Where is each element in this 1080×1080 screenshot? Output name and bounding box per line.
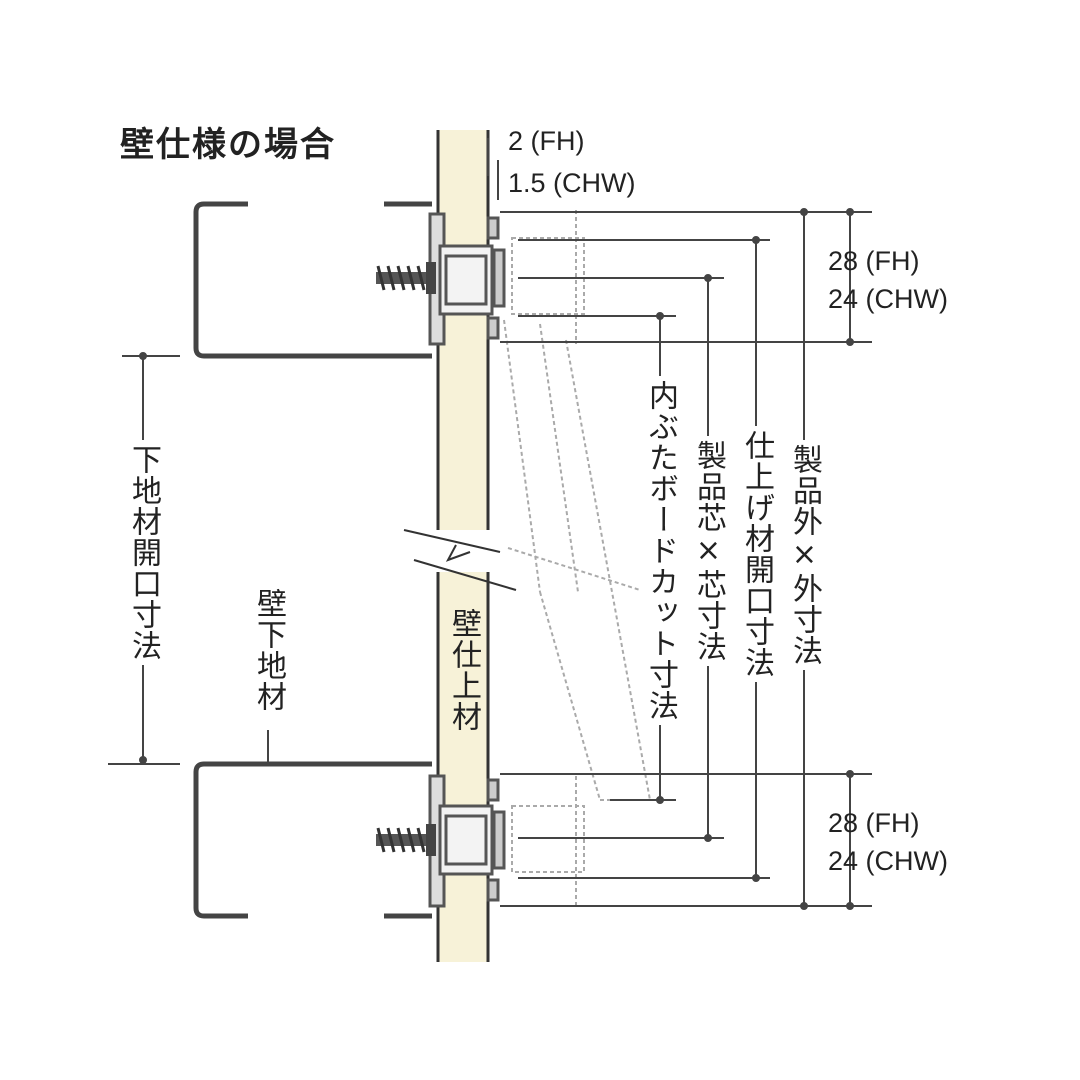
wall-finish-board xyxy=(436,130,490,962)
label-finish-opening: 仕上げ材開口寸法 xyxy=(739,426,774,682)
top-screw-icon xyxy=(376,262,436,294)
gap-dimension xyxy=(487,138,499,200)
bottom-substrate-channel xyxy=(193,761,432,919)
label-wall-substrate: 壁下地材 xyxy=(251,584,286,716)
bottom-dim-chw: 24 (CHW) xyxy=(828,846,948,876)
bottom-screw-icon xyxy=(376,824,436,856)
label-core-to-core: 製品芯×芯寸法 xyxy=(691,436,726,666)
top-dim-chw: 24 (CHW) xyxy=(828,284,948,314)
bottom-dim-fh: 28 (FH) xyxy=(828,808,920,838)
gap-dim-chw: 1.5 (CHW) xyxy=(508,168,636,198)
inner-lid-boards xyxy=(503,210,651,906)
label-inner-board-cut: 内ぶたボードカット寸法 xyxy=(643,376,678,725)
label-outer-to-outer: 製品外×外寸法 xyxy=(787,440,822,670)
bottom-frame-profile xyxy=(428,774,506,908)
top-dim-fh: 28 (FH) xyxy=(828,246,920,276)
top-substrate-channel xyxy=(193,201,432,359)
page-title: 壁仕様の場合 xyxy=(120,125,336,165)
label-wall-finish: 壁仕上材 xyxy=(446,608,481,732)
top-frame-profile xyxy=(428,212,506,346)
gap-dim-fh: 2 (FH) xyxy=(508,126,585,156)
break-lines xyxy=(403,529,517,591)
extension-lines xyxy=(500,211,872,907)
label-substrate-opening: 下地材開口寸法 xyxy=(126,440,161,665)
